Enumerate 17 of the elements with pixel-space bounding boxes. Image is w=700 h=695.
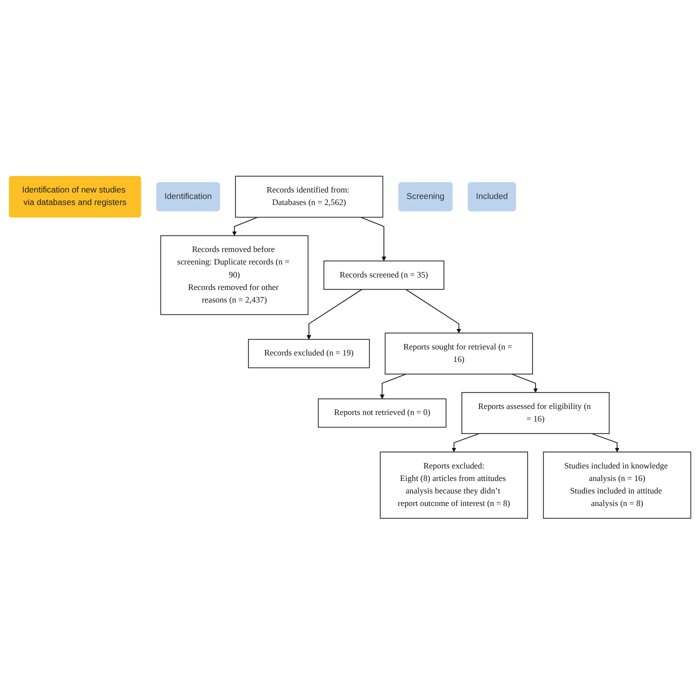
arrow (452, 433, 480, 452)
arrow (232, 217, 258, 236)
node-box: Reports excluded: Eight (8) articles from attitudes analysis because they didn’t report outcome of interest (n = 8) (380, 452, 528, 519)
node-box: Reports assessed for eligibility (n = 16) (461, 392, 610, 434)
node-box: Records removed before screening: Duplicate records (n = 90) Records removed for other reasons (n = 2,437) (160, 236, 308, 316)
node-box: Studies included in knowledge analysis (n = 16) Studies included in attitude analysis (n = 8) (543, 452, 692, 519)
arrow (405, 289, 462, 334)
node-box: Records identified from: Databases (n = 2,562) (235, 176, 384, 218)
arrow (511, 374, 538, 393)
node-box: Reports not retrieved (n = 0) (318, 398, 446, 428)
node-box: Reports sought for retrieval (n = 16) (384, 332, 533, 375)
arrow (380, 374, 406, 400)
node-box: Records screened (n = 35) (323, 260, 444, 290)
node-box: Records excluded (n = 19) (248, 339, 370, 368)
arrow (591, 433, 620, 452)
arrow (306, 289, 362, 340)
arrow (360, 217, 386, 262)
